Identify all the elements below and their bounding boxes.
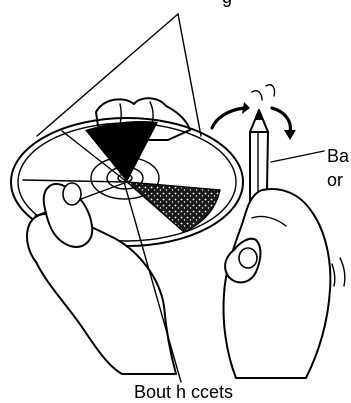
- dark-sector: [85, 121, 158, 182]
- label-top: g: [222, 0, 232, 8]
- label-right-line2: or: [327, 169, 343, 191]
- label-bottom: Bout h ccets: [134, 381, 233, 403]
- label-right-line1: Ba: [327, 145, 349, 167]
- speckled-sector: [127, 182, 220, 232]
- disc-handling-illustration: [0, 0, 351, 394]
- right-hand: [224, 189, 345, 378]
- left-hand-front: [27, 183, 176, 374]
- right-leader-line: [271, 151, 324, 162]
